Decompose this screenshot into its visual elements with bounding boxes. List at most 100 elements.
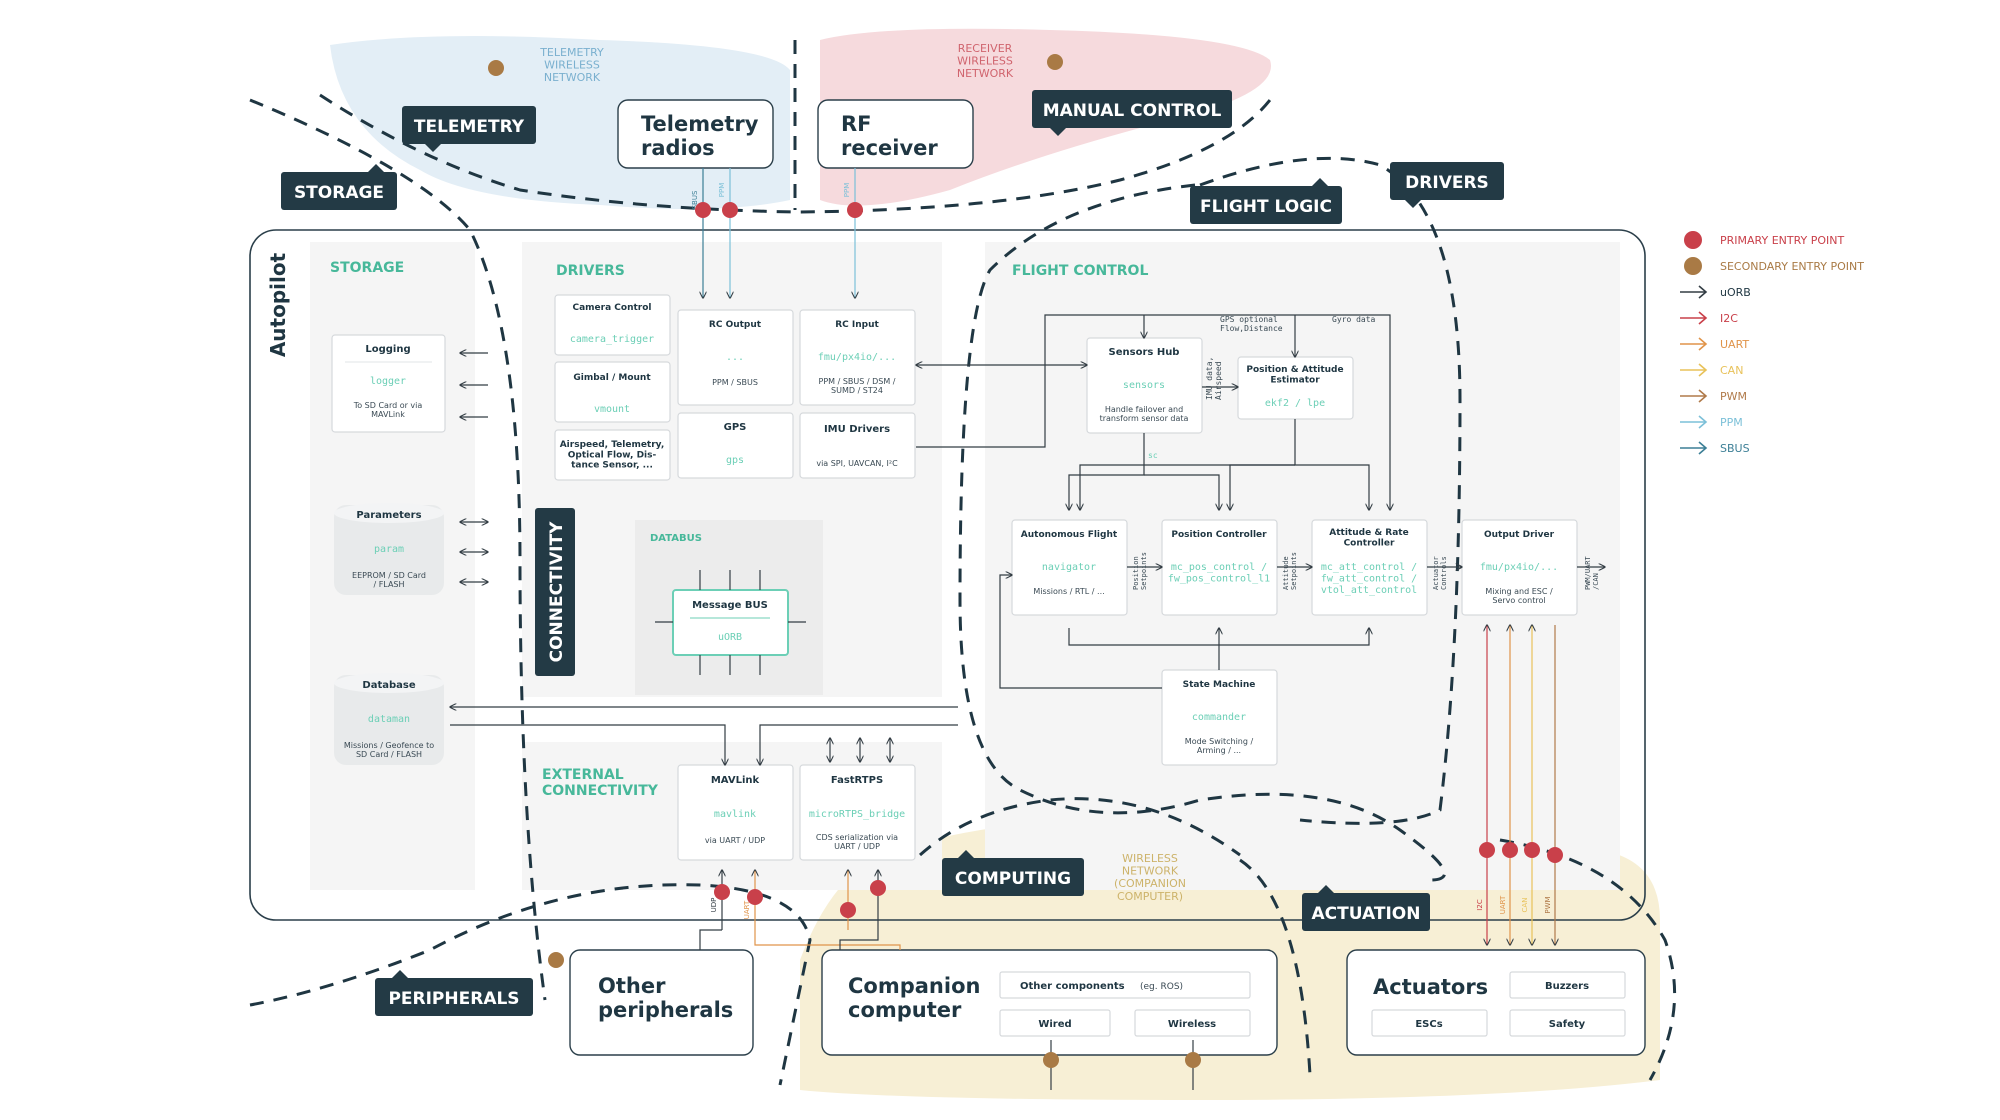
legend-arrow-icon	[1680, 389, 1708, 403]
secondary-entry-point	[1185, 1052, 1201, 1068]
drivers-section-title: DRIVERS	[556, 263, 625, 279]
secondary-entry-point	[1047, 54, 1063, 70]
svg-text:DRIVERS: DRIVERS	[1405, 173, 1489, 193]
boundary-line	[249, 98, 547, 1001]
primary-entry-point	[695, 202, 711, 218]
legend-arrow-icon	[1680, 285, 1708, 299]
svg-text:Sensors Hub: Sensors Hub	[1109, 347, 1180, 358]
svg-text:Mode Switching /Arming / ...: Mode Switching /Arming / ...	[1185, 737, 1254, 755]
legend-arrow-icon	[1680, 415, 1708, 429]
svg-text:Output Driver: Output Driver	[1484, 530, 1555, 540]
flow-label-sbus: SBUS	[691, 190, 699, 209]
legend-item: CAN	[1680, 363, 1743, 377]
flight-control-section-title: FLIGHT CONTROL	[1012, 263, 1148, 279]
flow-label-pwm: PWM	[1544, 896, 1552, 913]
flow-label-imu-airspeed: IMU data,Airspeed	[1205, 357, 1223, 400]
legend-label: PPM	[1720, 416, 1743, 429]
svg-text:Airspeed, Telemetry,Optical Fl: Airspeed, Telemetry,Optical Flow, Dis-ta…	[560, 440, 665, 471]
imu-drivers-module: IMU Drivers via SPI, UAVCAN, I²C	[799, 412, 916, 479]
databus-section-title: DATABUS	[650, 533, 702, 544]
svg-text:ekf2 / lpe: ekf2 / lpe	[1265, 398, 1325, 409]
flow-label-gyro-data: Gyro data	[1332, 315, 1376, 324]
legend-label: CAN	[1720, 364, 1743, 377]
legend-item: PWM	[1680, 389, 1747, 403]
flow-label-uart: UART	[743, 900, 751, 919]
legend-label: I2C	[1720, 312, 1738, 325]
flow-label-udp: UDP	[710, 898, 718, 913]
boundary-line	[319, 93, 1272, 214]
flow-label-ppm: PPM	[718, 183, 726, 197]
svg-text:Logging: Logging	[365, 344, 410, 355]
flow-label-pwm-uart-can: PWM/UART/CAN	[1584, 555, 1600, 590]
rc-input-module: RC Input fmu/px4io/... PPM / SBUS / DSM …	[799, 309, 916, 406]
svg-text:param: param	[374, 544, 404, 555]
tag-flight-logic: FLIGHT LOGIC	[1190, 178, 1342, 224]
tag-computing: COMPUTING	[942, 850, 1084, 896]
svg-text:EEPROM / SD Card/ FLASH: EEPROM / SD Card/ FLASH	[352, 571, 426, 589]
tag-telemetry: TELEMETRY	[402, 106, 536, 152]
svg-text:mc_pos_control /fw_pos_control: mc_pos_control /fw_pos_control_l1	[1168, 562, 1270, 585]
tag-actuation: ACTUATION	[1302, 885, 1430, 931]
autopilot-frame	[249, 229, 1646, 921]
svg-text:fmu/px4io/...: fmu/px4io/...	[818, 352, 896, 363]
flow-label-sc: sc	[1148, 451, 1158, 460]
primary-entry-point	[714, 884, 730, 900]
svg-text:sensors: sensors	[1123, 380, 1165, 391]
svg-text:(eg. ROS): (eg. ROS)	[1140, 982, 1183, 992]
legend-arrow-icon	[1680, 311, 1708, 325]
boundary-line	[249, 883, 812, 1086]
boundary-line	[1499, 838, 1677, 1081]
primary-entry-point	[847, 202, 863, 218]
mavlink-module: MAVLink mavlink via UART / UDP	[677, 764, 794, 861]
svg-text:Position Controller: Position Controller	[1171, 530, 1267, 540]
legend-arrow-icon	[1680, 337, 1708, 351]
svg-text:uORB: uORB	[718, 632, 742, 643]
output-driver-module: Output Driver fmu/px4io/... Mixing and E…	[1461, 519, 1578, 616]
legend-item: UART	[1680, 337, 1749, 351]
svg-text:logger: logger	[370, 376, 406, 387]
legend-item: PRIMARY ENTRY POINT	[1684, 231, 1845, 249]
svg-text:STORAGE: STORAGE	[294, 183, 384, 203]
state-machine-module: State Machine commander Mode Switching /…	[1161, 669, 1278, 766]
svg-text:Wireless: Wireless	[1168, 1019, 1216, 1030]
svg-text:COMPUTING: COMPUTING	[955, 869, 1071, 889]
flow-label-uart2: UART	[1499, 895, 1507, 914]
primary-entry-point	[870, 880, 886, 896]
airspeed-module: Airspeed, Telemetry,Optical Flow, Dis-ta…	[554, 429, 671, 481]
legend-item: I2C	[1680, 311, 1738, 325]
flow-label-position-setpoints: PositionSetpoints	[1132, 552, 1148, 590]
svg-text:via UART / UDP: via UART / UDP	[705, 836, 765, 845]
svg-text:Message BUS: Message BUS	[692, 600, 768, 611]
svg-text:GPS: GPS	[724, 422, 747, 433]
primary-entry-point	[1524, 842, 1540, 858]
svg-text:gps: gps	[726, 455, 744, 466]
svg-text:FastRTPS: FastRTPS	[831, 775, 883, 786]
flow-label-attitude-setpoints: AttitudeSetpoints	[1282, 552, 1298, 590]
gimbal-mount-module: Gimbal / Mount vmount	[554, 361, 671, 423]
primary-entry-point	[722, 202, 738, 218]
legend-label: uORB	[1720, 286, 1751, 299]
svg-text:State Machine: State Machine	[1183, 680, 1256, 690]
svg-text:MANUAL CONTROL: MANUAL CONTROL	[1043, 101, 1222, 121]
position-controller-module: Position Controller mc_pos_control /fw_p…	[1161, 519, 1278, 616]
svg-text:Missions / RTL / ...: Missions / RTL / ...	[1033, 587, 1104, 596]
svg-text:...: ...	[726, 352, 744, 363]
parameters-module: Parameters param EEPROM / SD Card/ FLASH	[334, 503, 444, 595]
primary-entry-point	[1547, 847, 1563, 863]
flow-label-ppm2: PPM	[843, 183, 851, 197]
svg-text:PPM / SBUS: PPM / SBUS	[712, 378, 758, 387]
message-bus-ports	[655, 570, 806, 675]
rc-output-module: RC Output ... PPM / SBUS	[677, 309, 794, 406]
legend-dot-icon	[1684, 257, 1702, 275]
